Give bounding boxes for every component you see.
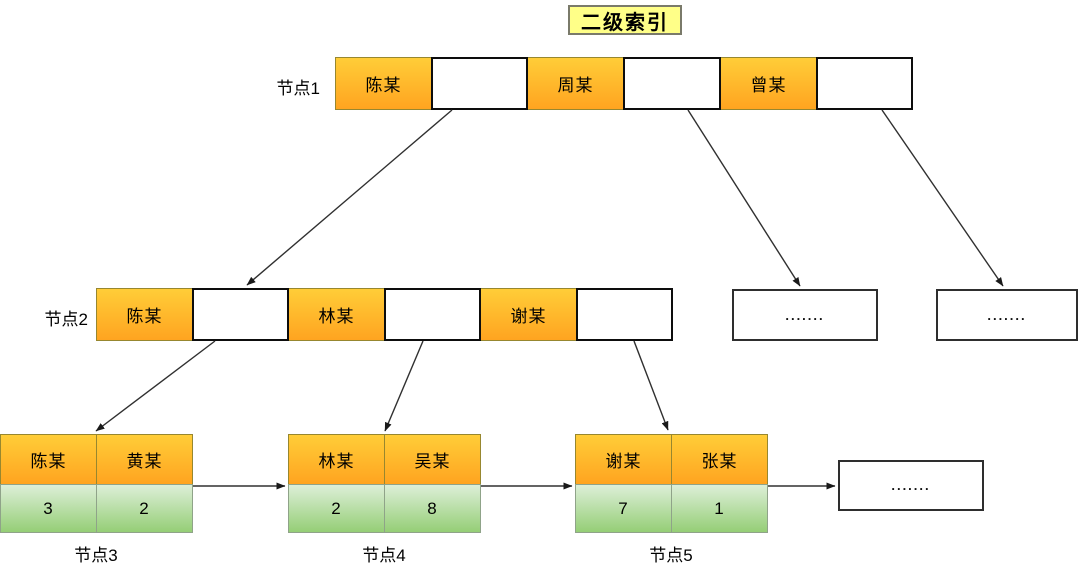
arrow-node2-to-node5 bbox=[633, 340, 669, 431]
arrow-node1-to-node2 bbox=[246, 109, 453, 286]
leaf-key-cell: 陈某 bbox=[0, 434, 97, 485]
arrow-node2-to-node4 bbox=[384, 340, 424, 432]
node2-key-cell: 陈某 bbox=[96, 288, 193, 341]
leaf-value-cell: 2 bbox=[288, 484, 385, 533]
node2-pointer-cell bbox=[192, 288, 289, 341]
diagram-title: 二级索引 bbox=[568, 5, 682, 35]
arrow-node1-to-dots-box-1 bbox=[687, 109, 801, 287]
node1-key-cell: 曾某 bbox=[720, 57, 817, 110]
leaf-key-cell: 吴某 bbox=[384, 434, 481, 485]
node1-pointer-cell bbox=[623, 57, 721, 110]
node2-key-cell: 林某 bbox=[288, 288, 385, 341]
dots-box: ....... bbox=[838, 460, 984, 511]
leaf-key-cell: 张某 bbox=[671, 434, 768, 485]
node2-key-cell: 谢某 bbox=[480, 288, 577, 341]
node1-label: 节点1 bbox=[276, 79, 320, 98]
node4-label: 节点4 bbox=[362, 546, 406, 565]
dots-box: ....... bbox=[936, 289, 1078, 341]
leaf-value-cell: 2 bbox=[96, 484, 193, 533]
node1-pointer-cell bbox=[816, 57, 913, 110]
leaf-value-cell: 8 bbox=[384, 484, 481, 533]
node1-pointer-cell bbox=[431, 57, 528, 110]
node3-label: 节点3 bbox=[74, 546, 118, 565]
leaf-value-cell: 3 bbox=[0, 484, 97, 533]
node1-key-cell: 陈某 bbox=[335, 57, 432, 110]
node2-pointer-cell bbox=[576, 288, 673, 341]
node2-label: 节点2 bbox=[44, 310, 88, 329]
leaf-value-cell: 1 bbox=[671, 484, 768, 533]
arrow-node2-to-node3 bbox=[95, 340, 216, 432]
node5-label: 节点5 bbox=[649, 546, 693, 565]
node2-pointer-cell bbox=[384, 288, 481, 341]
leaf-key-cell: 黄某 bbox=[96, 434, 193, 485]
node1-key-cell: 周某 bbox=[527, 57, 624, 110]
dots-box: ....... bbox=[732, 289, 878, 341]
leaf-key-cell: 林某 bbox=[288, 434, 385, 485]
arrow-node1-to-dots-box-2 bbox=[881, 109, 1004, 287]
leaf-key-cell: 谢某 bbox=[575, 434, 672, 485]
leaf-value-cell: 7 bbox=[575, 484, 672, 533]
